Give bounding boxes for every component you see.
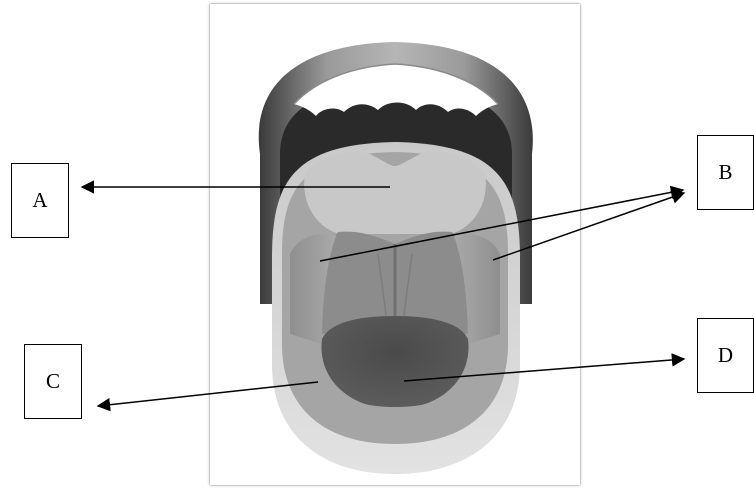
tongue-illustration [210, 4, 580, 485]
label-box-c: C [24, 344, 82, 419]
label-d-text: D [718, 343, 733, 368]
label-a-text: A [32, 188, 47, 213]
label-box-d: D [697, 318, 754, 393]
label-box-a: A [11, 163, 69, 238]
label-box-b: B [697, 135, 754, 210]
label-b-text: B [718, 160, 732, 185]
label-c-text: C [46, 369, 60, 394]
